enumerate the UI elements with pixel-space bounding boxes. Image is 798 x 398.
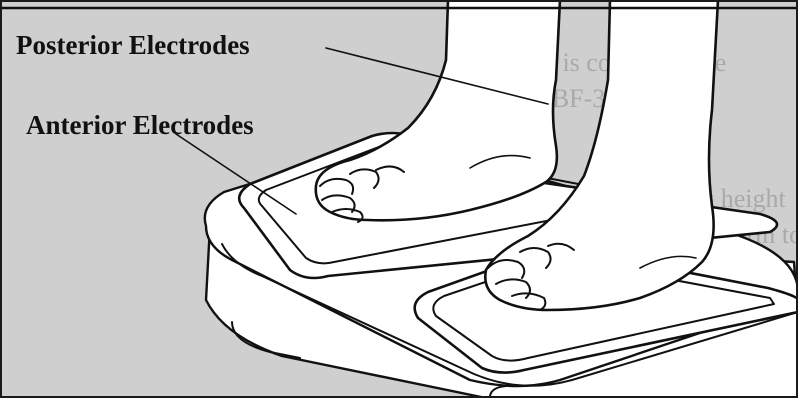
- posterior-electrodes-label: Posterior Electrodes: [16, 32, 250, 59]
- anterior-electrodes-label: Anterior Electrodes: [26, 112, 254, 139]
